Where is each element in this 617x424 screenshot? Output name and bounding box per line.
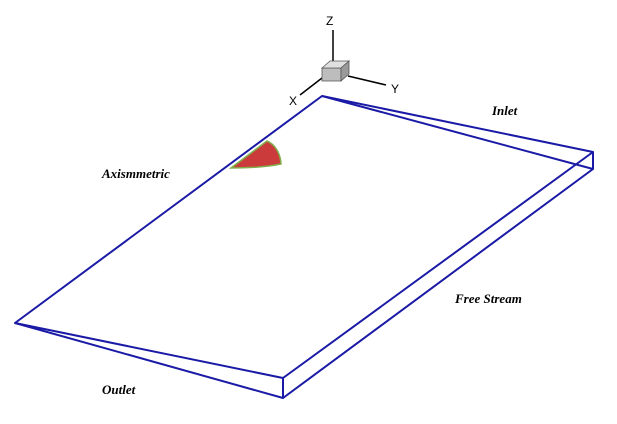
domain-outline xyxy=(14,95,594,399)
y-axis-label: Y xyxy=(391,82,399,96)
inlet-label: Inlet xyxy=(491,103,518,118)
triad-cube-icon xyxy=(320,60,351,82)
y-axis-line xyxy=(347,75,387,86)
axisymmetric-body xyxy=(228,140,282,169)
axis-triad: Z Y X xyxy=(289,14,399,108)
x-axis-label: X xyxy=(289,94,297,108)
axisymmetric-label: Axismmetric xyxy=(101,166,170,181)
domain-side-edge xyxy=(282,168,594,399)
domain-top-face xyxy=(14,95,594,379)
outlet-label: Outlet xyxy=(102,382,136,397)
domain-inlet-face xyxy=(321,95,594,170)
z-axis-label: Z xyxy=(326,14,333,28)
domain-outlet-face xyxy=(14,322,284,399)
free-stream-label: Free Stream xyxy=(454,291,522,306)
x-axis-line xyxy=(299,77,323,96)
